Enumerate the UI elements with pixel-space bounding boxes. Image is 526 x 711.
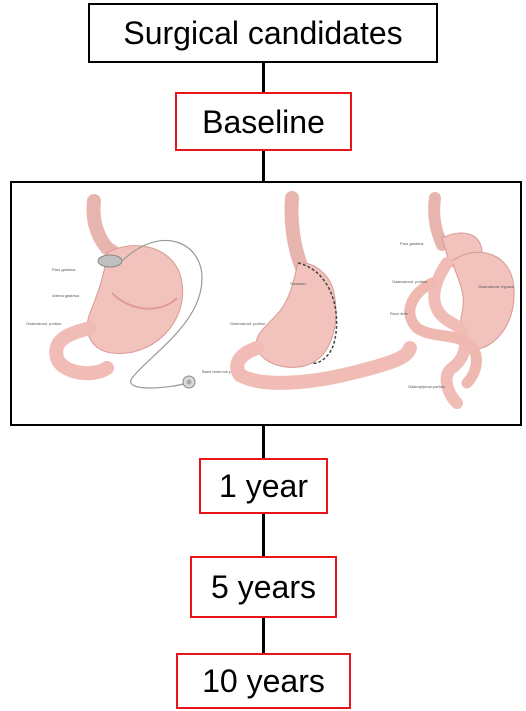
figure-label: Gastroduod. portion [230, 321, 265, 326]
bariatric-procedures-figure: Pars gastrica Arteria gastrica Gastroduo… [10, 181, 522, 426]
figure-label: Roux limb [390, 311, 409, 316]
followup-1-year-box: 1 year [199, 458, 328, 514]
figure-label: Gastroduod. bypass [478, 284, 514, 289]
sleeve-gastrectomy-illustration: Stomach Gastroduod. portion [230, 198, 410, 383]
connector-line [262, 150, 265, 182]
connector-line [262, 513, 265, 557]
figure-label: Arteria gastrica [52, 293, 80, 298]
figure-label: Pars gastrica [400, 241, 424, 246]
figure-label: Stomach [290, 281, 306, 286]
figure-label: Gastroduod. portion [392, 279, 427, 284]
connector-line [262, 617, 265, 654]
baseline-box: Baseline [175, 92, 352, 151]
connector-line [262, 425, 265, 459]
figure-label: Gastrojejunal portion [408, 384, 445, 389]
connector-line [262, 62, 265, 92]
gastric-bypass-illustration: Pars gastrica Gastroduod. portion Gastro… [390, 198, 514, 403]
figure-label: Pars gastrica [52, 267, 76, 272]
surgical-candidates-box: Surgical candidates [88, 3, 438, 63]
gastric-band-illustration: Pars gastrica Arteria gastrica Gastroduo… [26, 201, 237, 388]
figure-label: Gastroduod. portion [26, 321, 61, 326]
followup-5-years-box: 5 years [190, 556, 337, 618]
followup-10-years-box: 10 years [176, 653, 351, 709]
